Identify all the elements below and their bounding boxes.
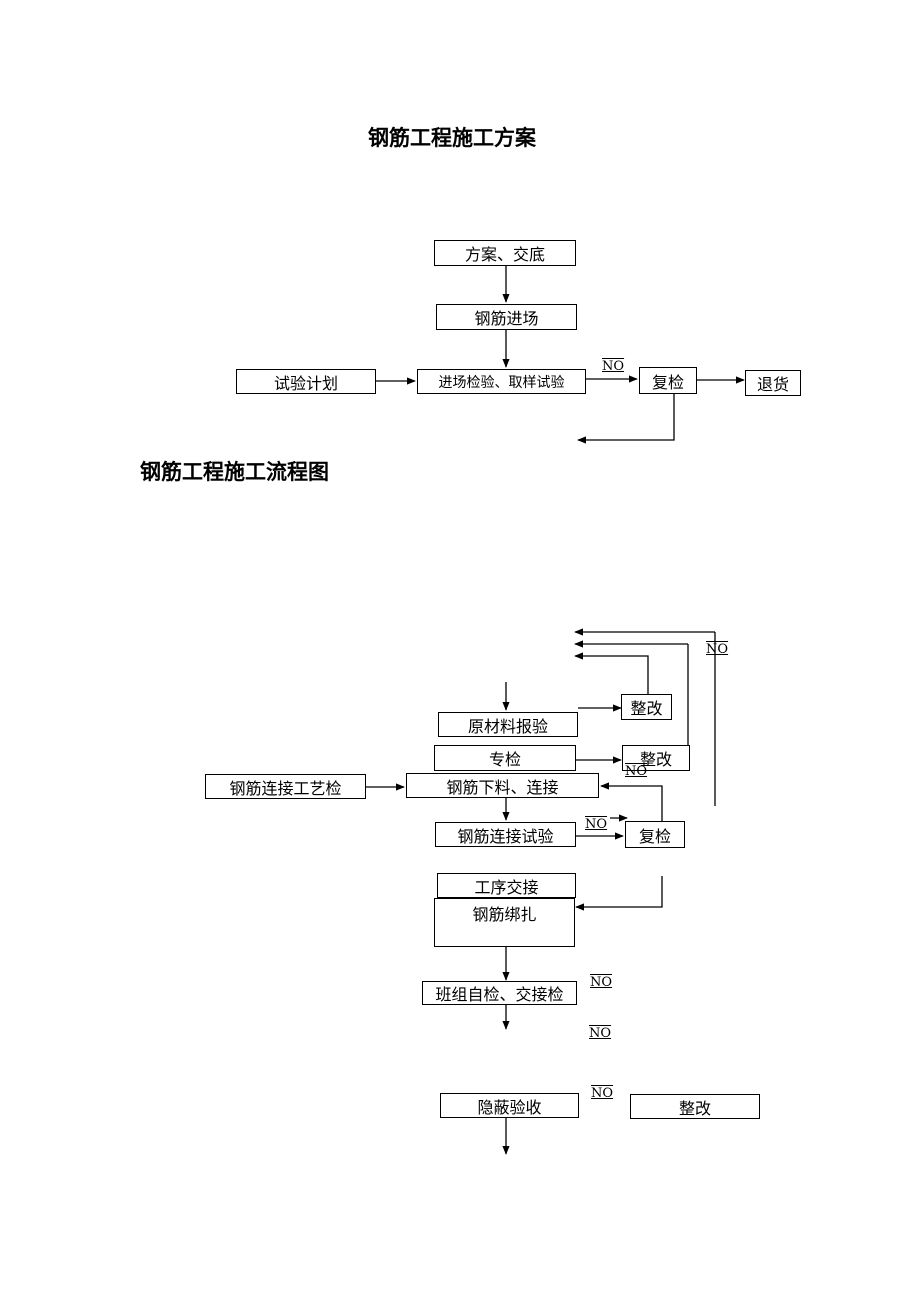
line-recheck-pass: [577, 394, 675, 444]
document-title: 钢筋工程施工方案: [368, 125, 536, 150]
rectify-box-3: 整改: [630, 1094, 760, 1119]
special-inspection-box: 专检: [434, 745, 576, 771]
test-plan-box: 试验计划: [236, 369, 376, 394]
flow-chart-title: 钢筋工程施工流程图: [140, 459, 329, 484]
cutting-connection-box: 钢筋下料、连接: [406, 773, 599, 798]
arrival-inspection-box: 进场检验、取样试验: [417, 369, 586, 394]
rectify-box-1: 整改: [621, 694, 672, 720]
arrow-recheck-back-to-cutting: [600, 782, 663, 821]
connection-process-check-box: 钢筋连接工艺检: [205, 774, 366, 799]
plan-disclosure-box: 方案、交底: [434, 240, 576, 266]
no-label: NO: [625, 764, 648, 779]
recheck-box-2: 复检: [625, 821, 685, 848]
steel-binding-box: 钢筋绑扎: [434, 898, 575, 947]
team-self-check-box: 班组自检、交接检: [422, 981, 577, 1005]
rectify-box-2: 整改: [622, 745, 690, 771]
return-goods-box: 退货: [745, 370, 801, 396]
connection-test-box: 钢筋连接试验: [435, 822, 576, 847]
process-handover-box: 工序交接: [437, 873, 576, 898]
no-label: NO: [591, 1086, 614, 1101]
steel-arrival-box: 钢筋进场: [436, 304, 577, 330]
raw-material-report-box: 原材料报验: [438, 712, 578, 737]
no-label: NO: [585, 817, 608, 832]
no-label: NO: [602, 359, 625, 374]
no-label: NO: [590, 975, 613, 990]
recheck-box: 复检: [639, 367, 697, 394]
arrow-into-binding: [575, 876, 663, 911]
hidden-acceptance-box: 隐蔽验收: [440, 1093, 579, 1118]
no-label: NO: [589, 1026, 612, 1041]
no-label: NO: [706, 642, 729, 657]
